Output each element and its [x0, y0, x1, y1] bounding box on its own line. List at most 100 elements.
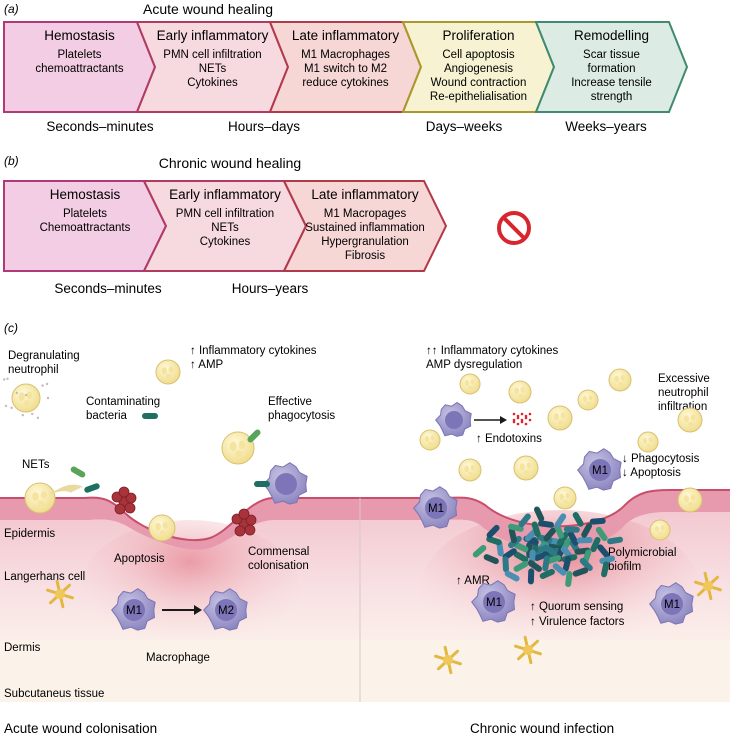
- dermis-label: Dermis: [4, 642, 41, 654]
- virulence-label: ↑ Virulence factors: [530, 616, 625, 628]
- endotoxin-dot: [524, 414, 528, 418]
- bacterium: [595, 526, 608, 542]
- granule: [21, 413, 24, 417]
- neutrophil-cell: [608, 368, 632, 392]
- nets-label: NETs: [22, 459, 50, 471]
- stage-name: Proliferation: [442, 28, 514, 43]
- macrophage-cell: [413, 486, 458, 529]
- timescale-label: Seconds–minutes: [46, 119, 154, 134]
- bacterium: [554, 513, 567, 528]
- effective-label-1: Effective: [268, 396, 312, 408]
- granule: [15, 391, 19, 395]
- panel-b-stage-arrows: HemostasisPlateletsChemoattractantsEarly…: [3, 180, 448, 272]
- bacterium: [572, 512, 584, 527]
- m2-label: M2: [218, 605, 234, 617]
- timescale-label: Hours–days: [228, 119, 300, 134]
- endotoxin-dot: [512, 420, 516, 424]
- granule: [41, 384, 44, 387]
- panel-c: (c) Degranulating neutrophil ↑ Inflammat…: [0, 321, 730, 736]
- amr-label: ↑ AMR: [456, 575, 490, 587]
- endotoxin-dot: [520, 420, 524, 424]
- bacterium: [84, 483, 100, 493]
- bacterium: [486, 524, 500, 539]
- stage-item: NETs: [211, 222, 239, 234]
- bacterium: [567, 530, 579, 546]
- endotoxin-dot: [516, 422, 520, 426]
- stage-item: M1 Macrophages: [301, 49, 390, 61]
- bacterium: [254, 481, 270, 487]
- macrophage-label: Macrophage: [146, 652, 210, 664]
- panel-c-left: Degranulating neutrophil ↑ Inflammatory …: [4, 345, 335, 736]
- stage-name: Late inflammatory: [311, 187, 419, 202]
- stage-item: Hypergranulation: [321, 236, 409, 248]
- wound-glow-right: [420, 510, 700, 670]
- neutrophil-cell: [513, 455, 539, 481]
- stage-item: Wound contraction: [431, 77, 527, 89]
- excessive-label-2: neutrophil: [658, 387, 709, 399]
- quorum-label: ↑ Quorum sensing: [530, 601, 623, 613]
- phagocytosis-label: ↓ Phagocytosis: [622, 453, 700, 465]
- bacterium: [579, 557, 593, 571]
- bacterium: [601, 561, 610, 578]
- endotoxin-dot: [512, 418, 516, 422]
- endotoxin-dot: [524, 416, 528, 420]
- endotoxin-dot: [520, 418, 524, 422]
- bacterium: [589, 517, 606, 525]
- commensal-label-1: Commensal: [248, 546, 309, 558]
- timescale-label: Hours–years: [232, 281, 309, 296]
- stage-name: Hemostasis: [44, 28, 115, 43]
- neutrophil-cell: [577, 389, 599, 411]
- contaminating-label-1: Contaminating: [86, 396, 160, 408]
- panel-b: (b) Chronic wound healing HemostasisPlat…: [3, 154, 531, 296]
- right-cytokines-label-1: ↑↑ Inflammatory cytokines: [426, 345, 559, 357]
- stage-item: Fibrosis: [345, 250, 386, 262]
- stage-arrow: [534, 21, 689, 113]
- neutrophil-cell: [547, 405, 573, 431]
- neutrophil-cell: [637, 431, 659, 453]
- bacterium: [543, 527, 557, 542]
- bacterium: [556, 531, 569, 546]
- m1-label: M1: [126, 605, 142, 617]
- bacterium: [502, 556, 509, 573]
- right-cytokines-label-2: AMP dysregulation: [426, 359, 522, 371]
- bacterium: [562, 556, 572, 572]
- net-strand: [59, 484, 83, 490]
- granule: [3, 378, 6, 381]
- stage-item: strength: [591, 91, 633, 103]
- bacterium: [486, 536, 502, 546]
- endotoxin-dot: [528, 412, 532, 416]
- neutrophil-cell: [24, 482, 56, 514]
- panel-b-label: (b): [4, 154, 19, 168]
- neutrophil-cell: [553, 486, 577, 510]
- granule: [31, 412, 34, 416]
- panel-b-title: Chronic wound healing: [159, 155, 301, 171]
- endotoxin-dot: [516, 414, 520, 418]
- endotoxin-dot: [516, 416, 520, 420]
- skin-tissue-illustration: [0, 489, 730, 702]
- acute-caption: Acute wound colonisation: [4, 721, 157, 736]
- panel-a-label: (a): [4, 2, 19, 16]
- panel-a-timescales: Seconds–minutes Hours–days Days–weeks We…: [46, 119, 647, 134]
- bacterium: [565, 571, 573, 587]
- stage-name: Late inflammatory: [292, 28, 400, 43]
- neutrophil-cell: [649, 519, 671, 541]
- bacterium: [563, 526, 580, 533]
- stage-item: Angiogenesis: [444, 63, 513, 75]
- panel-a: (a) Acute wound healing HemostasisPlatel…: [3, 1, 689, 134]
- bacterium: [472, 544, 487, 558]
- stage-name: Remodelling: [574, 28, 649, 43]
- bacterium: [508, 527, 518, 544]
- stage-item: Chemoattractants: [40, 222, 131, 234]
- bacterium: [538, 520, 554, 528]
- bacterium: [527, 568, 535, 585]
- panel-c-label: (c): [4, 321, 18, 335]
- stage-item: Cytokines: [187, 77, 238, 89]
- bacterium: [599, 555, 616, 564]
- neutrophil-cell: [458, 458, 482, 482]
- bacterium: [542, 544, 558, 556]
- bacterium: [504, 570, 520, 582]
- biofilm-label-1: Polymicrobial: [608, 547, 676, 559]
- panel-c-right: ↑↑ Inflammatory cytokines AMP dysregulat…: [426, 345, 710, 736]
- epidermis-left: [0, 497, 360, 550]
- langerhans-cell: [434, 645, 462, 675]
